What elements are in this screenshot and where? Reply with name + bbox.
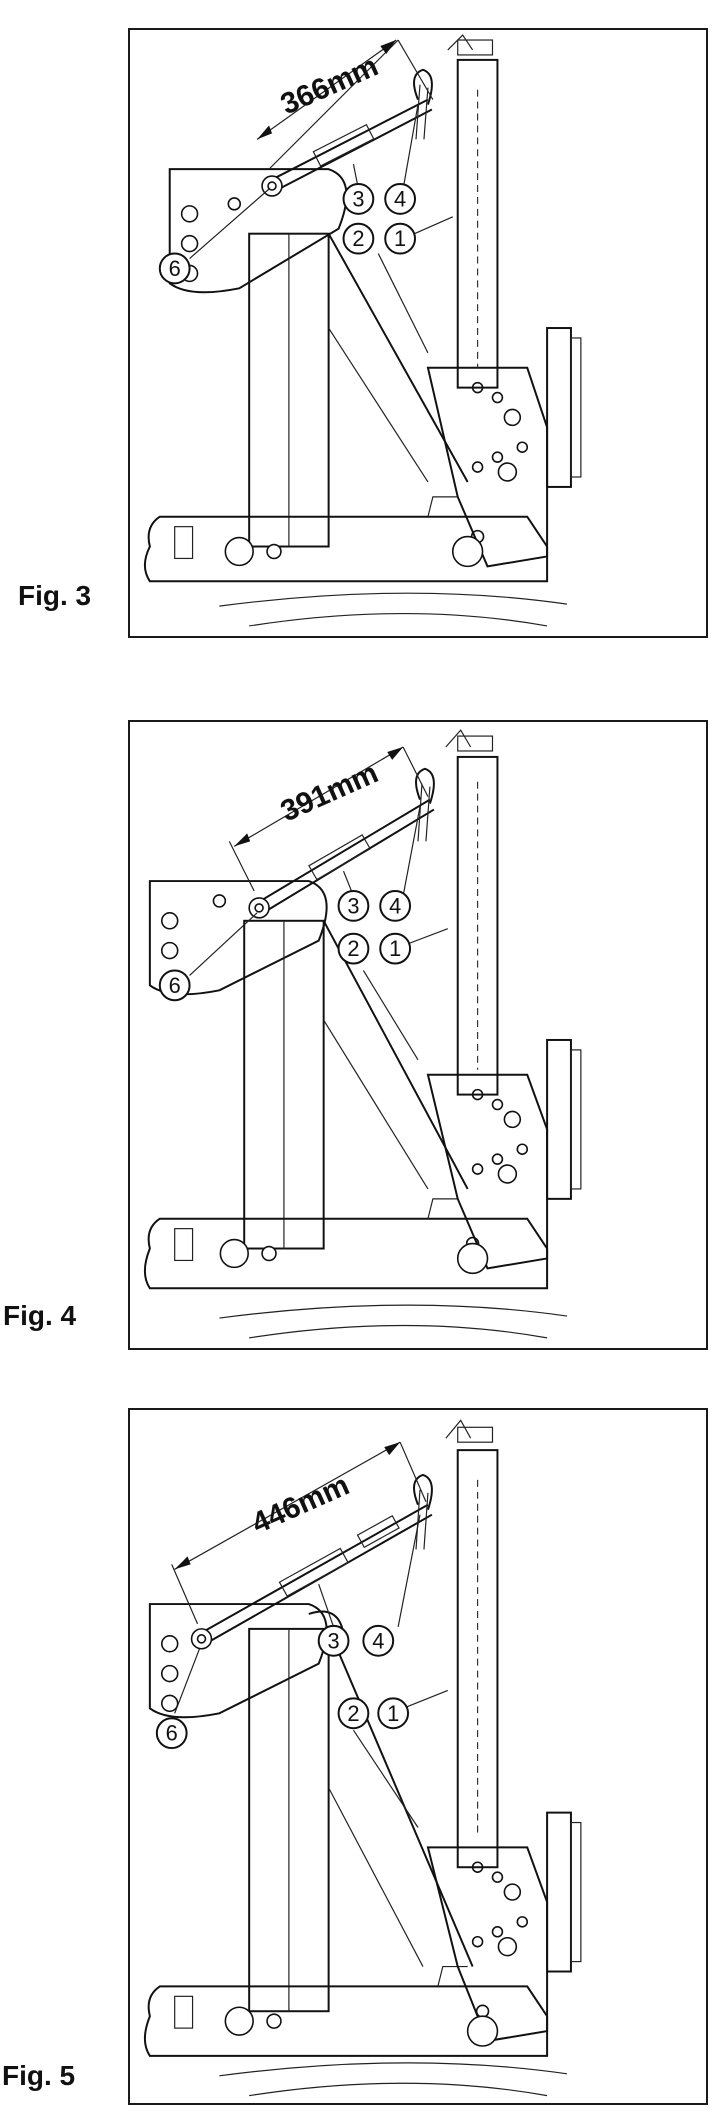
svg-text:2: 2 [352, 226, 364, 251]
callout-4: 4 [384, 183, 417, 215]
svg-text:1: 1 [387, 1701, 399, 1726]
svg-text:4: 4 [372, 1628, 384, 1653]
callout-1: 1 [384, 222, 417, 255]
figure-4-label: Fig. 4 [3, 1300, 77, 1331]
callout-3: 3 [317, 1624, 350, 1657]
figure-5-drawing: 446mm 3 4 2 1 6 [143, 1419, 582, 2097]
callout-6: 6 [155, 1717, 188, 1750]
callout-6: 6 [158, 252, 191, 285]
svg-text:6: 6 [169, 256, 181, 281]
figure-3-panel: 366mm 3 4 2 1 6 [128, 28, 708, 638]
svg-text:3: 3 [347, 893, 359, 918]
svg-text:1: 1 [389, 936, 401, 961]
figure-4-drawing: 391mm 3 4 2 1 6 [143, 729, 582, 1339]
callout-1: 1 [377, 1697, 410, 1730]
figure-3-label: Fig. 3 [18, 580, 92, 611]
svg-text:4: 4 [389, 893, 401, 918]
svg-text:6: 6 [169, 973, 181, 998]
svg-text:4: 4 [394, 186, 406, 211]
dimension-label: 446mm [247, 1469, 354, 1541]
svg-text:6: 6 [166, 1721, 178, 1746]
svg-text:2: 2 [347, 1701, 359, 1726]
callout-6: 6 [158, 969, 191, 1002]
dimension-label: 391mm [276, 756, 383, 828]
svg-text:2: 2 [347, 936, 359, 961]
svg-text:3: 3 [328, 1628, 340, 1653]
callout-1: 1 [379, 932, 412, 965]
svg-text:1: 1 [394, 226, 406, 251]
callout-3: 3 [342, 183, 375, 215]
figure-5-label: Fig. 5 [2, 2060, 76, 2091]
figure-5-panel: 446mm 3 4 2 1 6 [128, 1408, 708, 2105]
callout-4: 4 [362, 1624, 395, 1657]
callout-4: 4 [379, 890, 412, 922]
figure-4-panel: 391mm 3 4 2 1 6 [128, 720, 708, 1350]
callout-3: 3 [337, 890, 370, 922]
callout-2: 2 [342, 222, 375, 255]
figure-3-drawing: 366mm 3 4 2 1 6 [143, 34, 582, 627]
callout-2: 2 [337, 1697, 370, 1730]
callout-2: 2 [337, 932, 370, 965]
dimension-label: 366mm [276, 49, 383, 121]
svg-text:3: 3 [352, 186, 364, 211]
